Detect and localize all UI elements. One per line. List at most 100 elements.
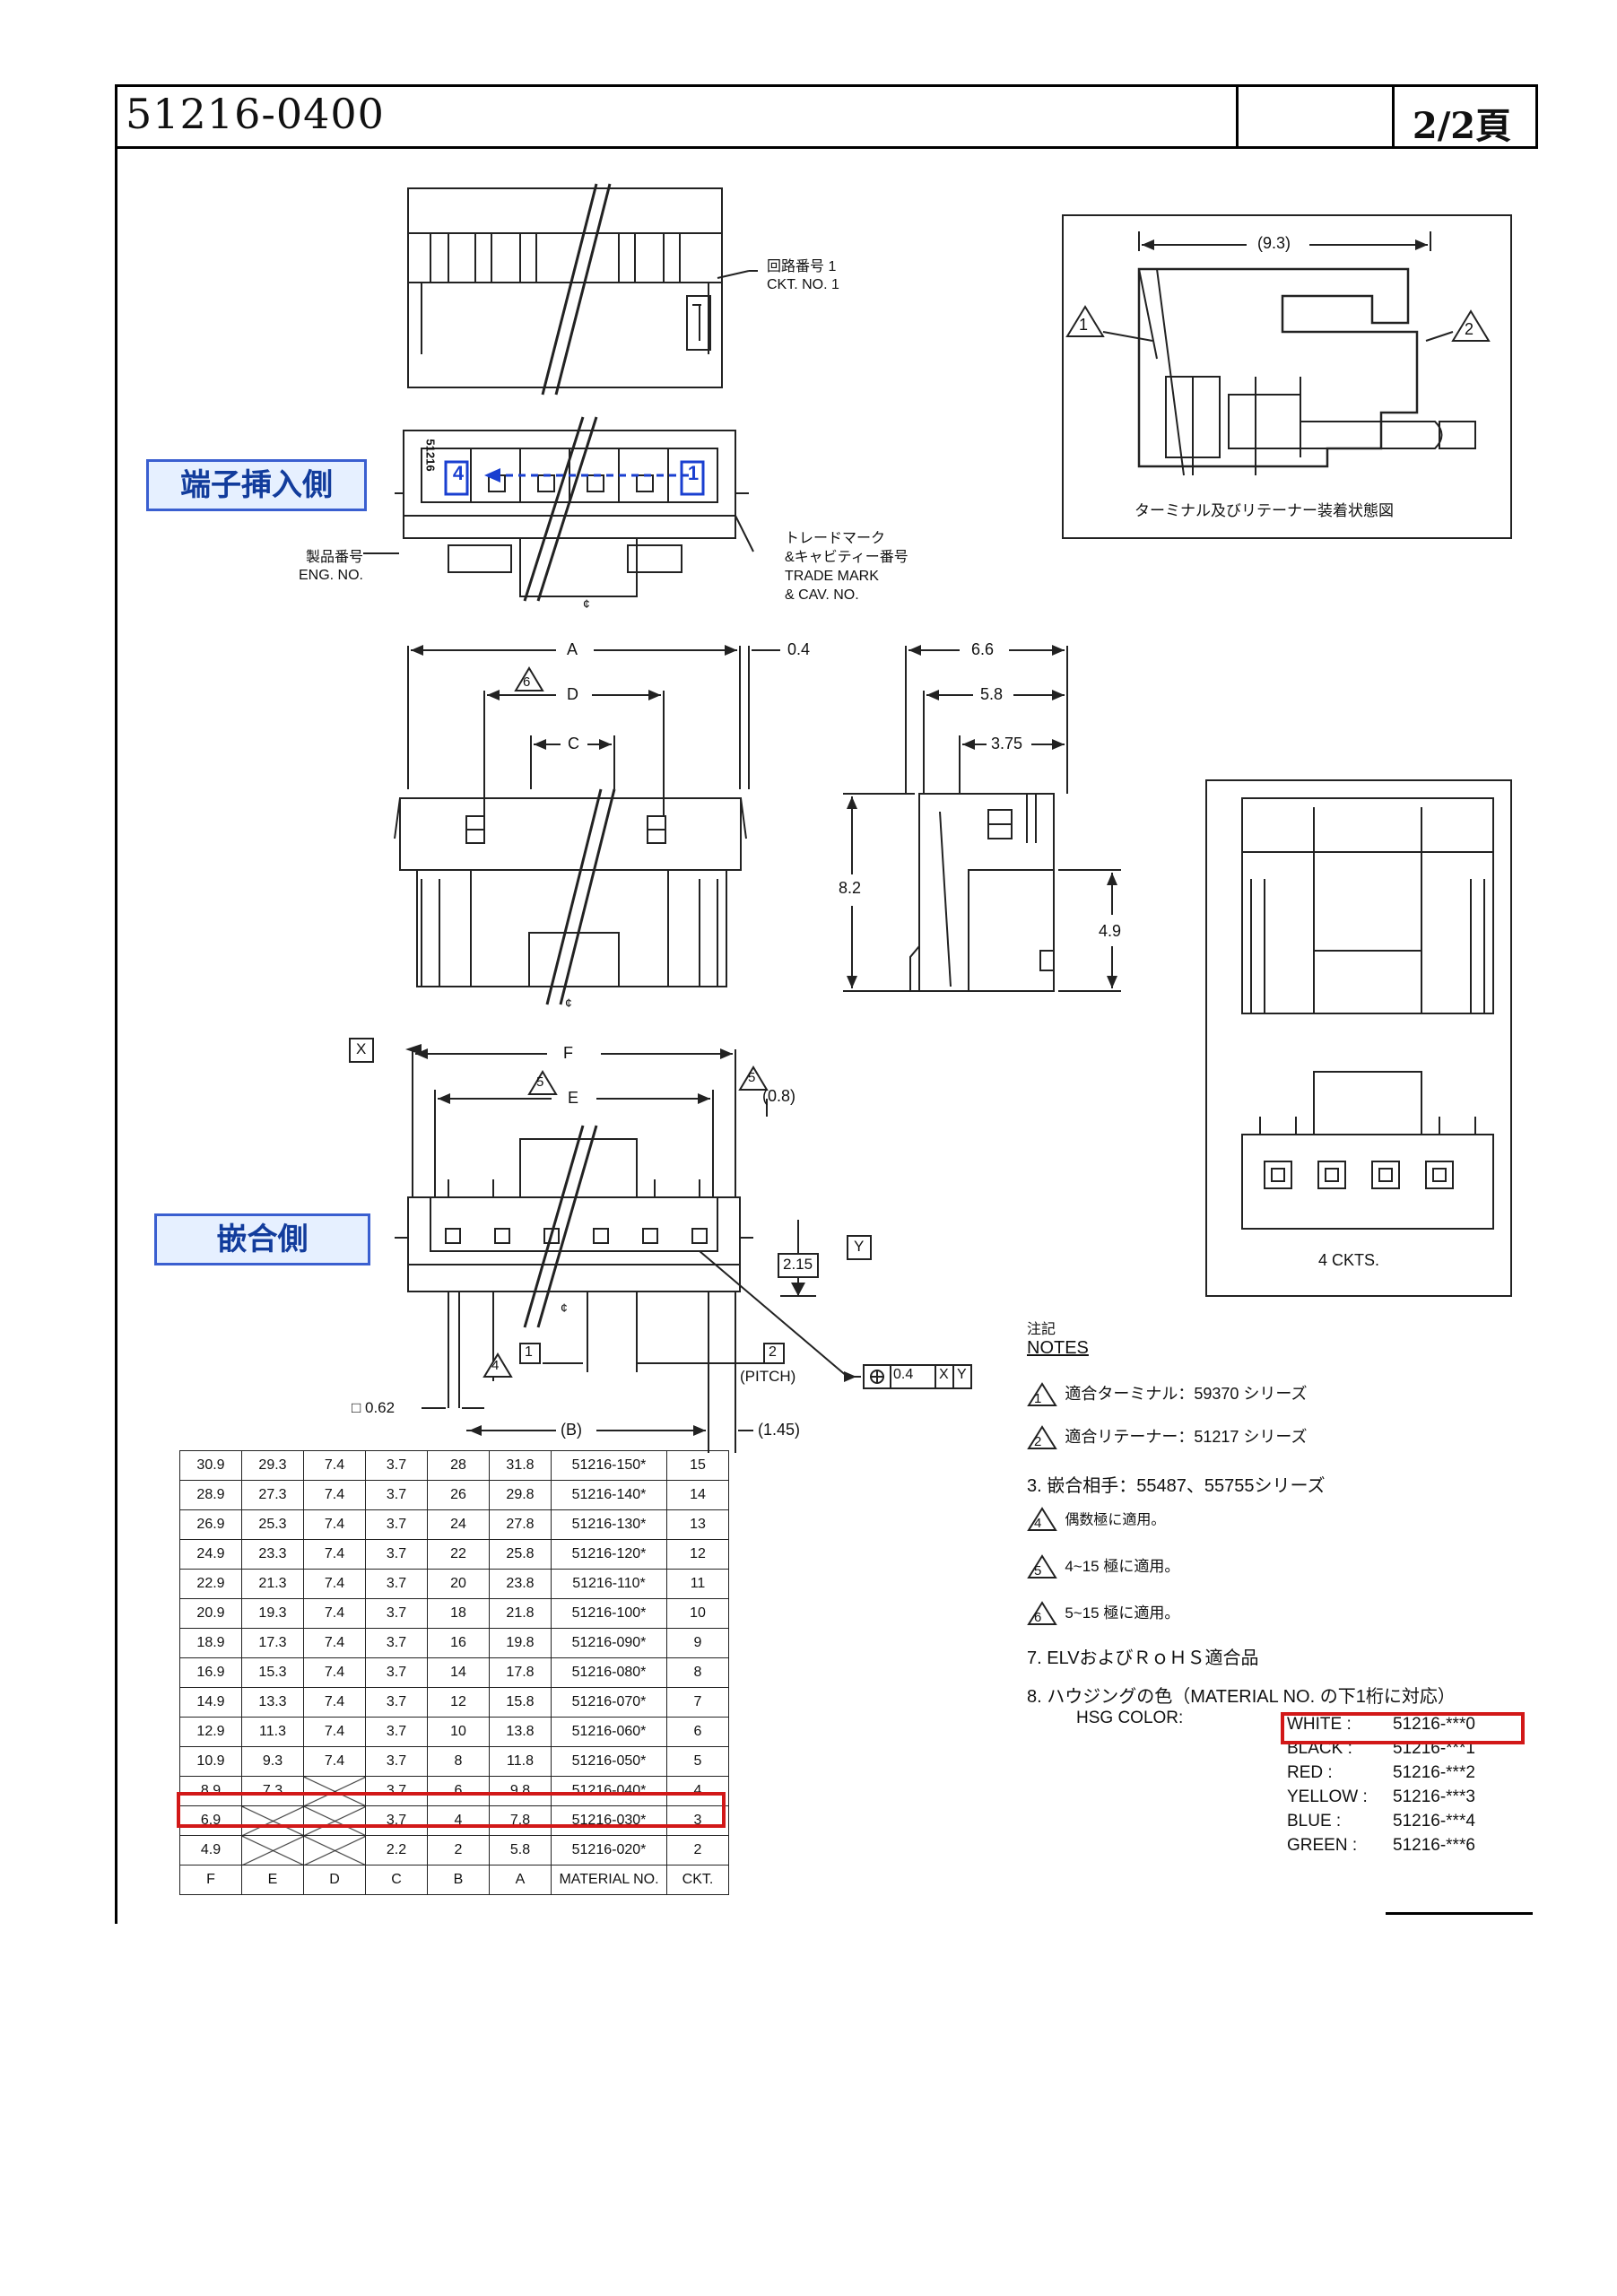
delta-6-number: 6: [523, 674, 531, 690]
mating-side-view: [395, 1049, 861, 1453]
four-ckts-inset: [1205, 779, 1512, 1297]
front-view: [394, 646, 780, 987]
delta-5-number-right: 5: [748, 1070, 756, 1085]
gtol-y: Y: [957, 1367, 967, 1382]
table-cell: 11.3: [241, 1717, 304, 1747]
table-cell: 16.9: [179, 1657, 242, 1688]
table-cell: [241, 1835, 304, 1866]
table-cell: 26: [427, 1480, 490, 1510]
table-cell: 28: [427, 1450, 490, 1481]
table-cell: 4: [427, 1805, 490, 1836]
table-cell: 23.3: [241, 1539, 304, 1570]
hsg-color-row: YELLOW :51216-***3: [1287, 1787, 1475, 1807]
table-cell: 10: [666, 1598, 729, 1629]
table-cell: 25.8: [489, 1539, 552, 1570]
table-cell: 27.3: [241, 1480, 304, 1510]
table-cell: 51216-070*: [551, 1687, 667, 1718]
note-8: 8. ハウジングの色（MATERIAL NO. の下1桁に対応）: [1027, 1687, 1456, 1707]
table-cell: 26.9: [179, 1509, 242, 1540]
table-cell: 21.3: [241, 1569, 304, 1599]
delta-icon: [1027, 1381, 1057, 1406]
note-3: 3. 嵌合相手：55487、55755シリーズ: [1027, 1476, 1326, 1496]
table-cell: 3.7: [365, 1687, 428, 1718]
table-cell: 3.7: [365, 1628, 428, 1658]
table-header-cell: E: [241, 1865, 304, 1895]
note-6-text: 5~15 極に適用。: [1065, 1605, 1180, 1622]
part-number: 51216-0400: [126, 90, 385, 138]
table-cell: 13.8: [489, 1717, 552, 1747]
table-cell: 22.9: [179, 1569, 242, 1599]
table-cell: 51216-090*: [551, 1628, 667, 1658]
centerline-mark: ¢: [583, 596, 590, 611]
cavity-1-highlight: [680, 460, 705, 496]
table-cell: 7.8: [489, 1805, 552, 1836]
datum-boxes: [349, 1038, 972, 1389]
dim-e: E: [568, 1089, 579, 1107]
dim-0-8: (0.8): [762, 1087, 796, 1105]
front-view-top: [399, 797, 742, 871]
table-cell: 13.3: [241, 1687, 304, 1718]
trade-mark-en2: & CAV. NO.: [785, 587, 859, 603]
table-header-cell: F: [179, 1865, 242, 1895]
table-cell: 51216-120*: [551, 1539, 667, 1570]
table-cell: 7: [666, 1687, 729, 1718]
hsg-color-name: WHITE :: [1287, 1715, 1352, 1734]
table-cell: 4.9: [179, 1835, 242, 1866]
dim-9-3: (9.3): [1257, 234, 1291, 252]
table-cell: 10: [427, 1717, 490, 1747]
table-cell: 2: [666, 1835, 729, 1866]
table-header-cell: D: [303, 1865, 366, 1895]
table-cell: 2: [427, 1835, 490, 1866]
table-header-cell: C: [365, 1865, 428, 1895]
table-cell: 7.4: [303, 1480, 366, 1510]
table-cell: 19.8: [489, 1628, 552, 1658]
table-cell: 7.4: [303, 1450, 366, 1481]
note-5-number: 5: [1034, 1563, 1042, 1578]
table-cell: 2.2: [365, 1835, 428, 1866]
delta-icon: [1027, 1553, 1057, 1578]
gtol-cross: [870, 1370, 884, 1384]
table-cell: 29.3: [241, 1450, 304, 1481]
table-cell: 27.8: [489, 1509, 552, 1540]
ckt-no-en: CKT. NO. 1: [767, 277, 839, 292]
table-cell: 9.3: [241, 1746, 304, 1777]
dim-2: 2: [769, 1344, 777, 1360]
page-indicator: 2/2頁: [1412, 105, 1512, 147]
title-block: [115, 84, 1538, 149]
eng-no-label: 製品番号 ENG. NO.: [291, 549, 363, 585]
table-cell: 21.8: [489, 1598, 552, 1629]
hsg-color-name: GREEN :: [1287, 1836, 1358, 1855]
table-cell: 14.9: [179, 1687, 242, 1718]
table-header-cell: MATERIAL NO.: [551, 1865, 667, 1895]
table-cell: 20.9: [179, 1598, 242, 1629]
table-cell: 51216-060*: [551, 1717, 667, 1747]
table-cell: 18: [427, 1598, 490, 1629]
table-cell: 4: [666, 1776, 729, 1806]
table-cell: 14: [666, 1480, 729, 1510]
side-view: [843, 646, 1121, 992]
table-cell: 18.9: [179, 1628, 242, 1658]
dim-8-2: 8.2: [839, 879, 862, 897]
dim-pitch: (PITCH): [740, 1368, 796, 1385]
note-2-text: 適合リテーナー：51217 シリーズ: [1065, 1428, 1308, 1446]
table-cell: 10.9: [179, 1746, 242, 1777]
insertion-side-label: 端子挿入側: [146, 459, 367, 511]
table-cell: 51216-030*: [551, 1805, 667, 1836]
hsg-color-name: RED :: [1287, 1763, 1333, 1782]
table-cell: 7.4: [303, 1569, 366, 1599]
eng-no-en: ENG. NO.: [298, 568, 363, 583]
centerline-mark: ¢: [561, 1300, 568, 1315]
table-cell: 51216-040*: [551, 1776, 667, 1806]
hsg-color-row: GREEN :51216-***6: [1287, 1836, 1475, 1856]
table-cell: 7.4: [303, 1717, 366, 1747]
inset-frame-4ckts: [1205, 779, 1512, 1297]
table-cell: 15.3: [241, 1657, 304, 1688]
table-cell: 12: [427, 1687, 490, 1718]
